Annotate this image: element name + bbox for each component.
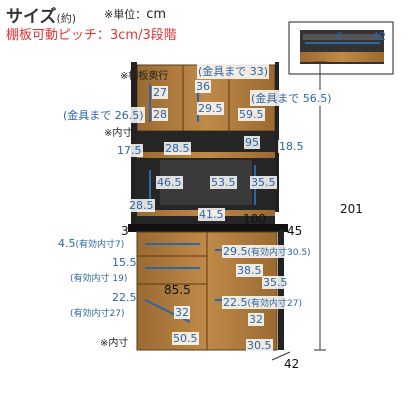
right-box2: 38.5	[236, 264, 263, 277]
shelf-pitch-note: 棚板可動ピッチ：3cm/3段階	[6, 28, 177, 43]
drawer1-effective: (有効内寸7)	[75, 240, 125, 250]
inset-depth: 42	[372, 30, 386, 43]
mid-left-depth: 28.5	[128, 199, 155, 212]
right-bottom-2: 30.5	[246, 339, 273, 352]
bottom-left-depth: 50.5	[172, 332, 199, 345]
right-box1-effective: (有効内寸30.5)	[247, 248, 311, 258]
mid-center: 53.5	[210, 176, 237, 189]
drawer1-height: 4.5(有効内寸7)	[58, 237, 124, 250]
right-box1-value: 29.5	[223, 245, 248, 258]
to-fitting-33: (金具まで 33)	[197, 63, 270, 79]
unit-prefix: ※単位：	[104, 8, 147, 21]
unit-value: cm	[146, 7, 167, 22]
base-width: 85.5	[164, 283, 191, 297]
open-right-height: 18.5	[278, 140, 305, 153]
open-shelf-width: 28.5	[164, 142, 191, 155]
to-fitting-56-5: (金具まで 56.5)	[250, 90, 333, 106]
unit-label: ※単位：cm	[104, 6, 166, 22]
title-main: サイズ	[6, 7, 57, 27]
right-box3: 35.5	[262, 276, 289, 289]
page-title: サイズ(約)	[6, 2, 76, 27]
right-box4-value: 22.5	[223, 296, 248, 309]
overall-height: 201	[340, 202, 363, 216]
upper-left-depth: 28	[152, 108, 168, 121]
open-shelf-height: 17.5	[116, 144, 143, 157]
right-bottom-1: 32	[248, 313, 264, 326]
inner-dim-note: ※内寸	[104, 128, 133, 139]
drawer2-effective: (有効内寸 19)	[70, 274, 128, 284]
upper-right-width: 29.5	[197, 102, 224, 115]
mid-height: 46.5	[156, 176, 183, 189]
upper-depth: 45	[287, 224, 303, 238]
to-fitting-26-5: (金具まで 26.5)	[62, 107, 145, 123]
side-gap: 3	[121, 224, 129, 238]
inner-dim-note-bottom: ※内寸	[100, 338, 129, 349]
title-sub: (約)	[56, 12, 77, 25]
right-box1: 29.5(有効内寸30.5)	[222, 245, 312, 258]
drawer1-value: 4.5	[58, 237, 76, 250]
open-right-width: 95	[244, 136, 260, 149]
inset-width: 6	[336, 30, 343, 43]
drawer2-height: 15.5	[112, 256, 137, 269]
mid-right: 35.5	[250, 176, 277, 189]
upper-right-depth: 59.5	[238, 108, 265, 121]
right-box4: 22.5(有効内寸27)	[222, 296, 303, 309]
drawer3-height: 22.5	[112, 291, 137, 304]
bottom-left-width: 32	[174, 306, 190, 319]
drawer3-effective: (有効内寸27)	[70, 309, 125, 319]
counter-width: 100	[243, 212, 266, 226]
overall-depth: 42	[284, 357, 300, 371]
upper-left-height: 27	[152, 86, 168, 99]
upper-left-width: 36	[195, 80, 211, 93]
shelf-depth-note: ※棚板奥行	[120, 71, 169, 82]
countertop	[128, 224, 288, 232]
counter-inner: 41.5	[198, 208, 225, 221]
right-box4-effective: (有効内寸27)	[247, 299, 302, 309]
